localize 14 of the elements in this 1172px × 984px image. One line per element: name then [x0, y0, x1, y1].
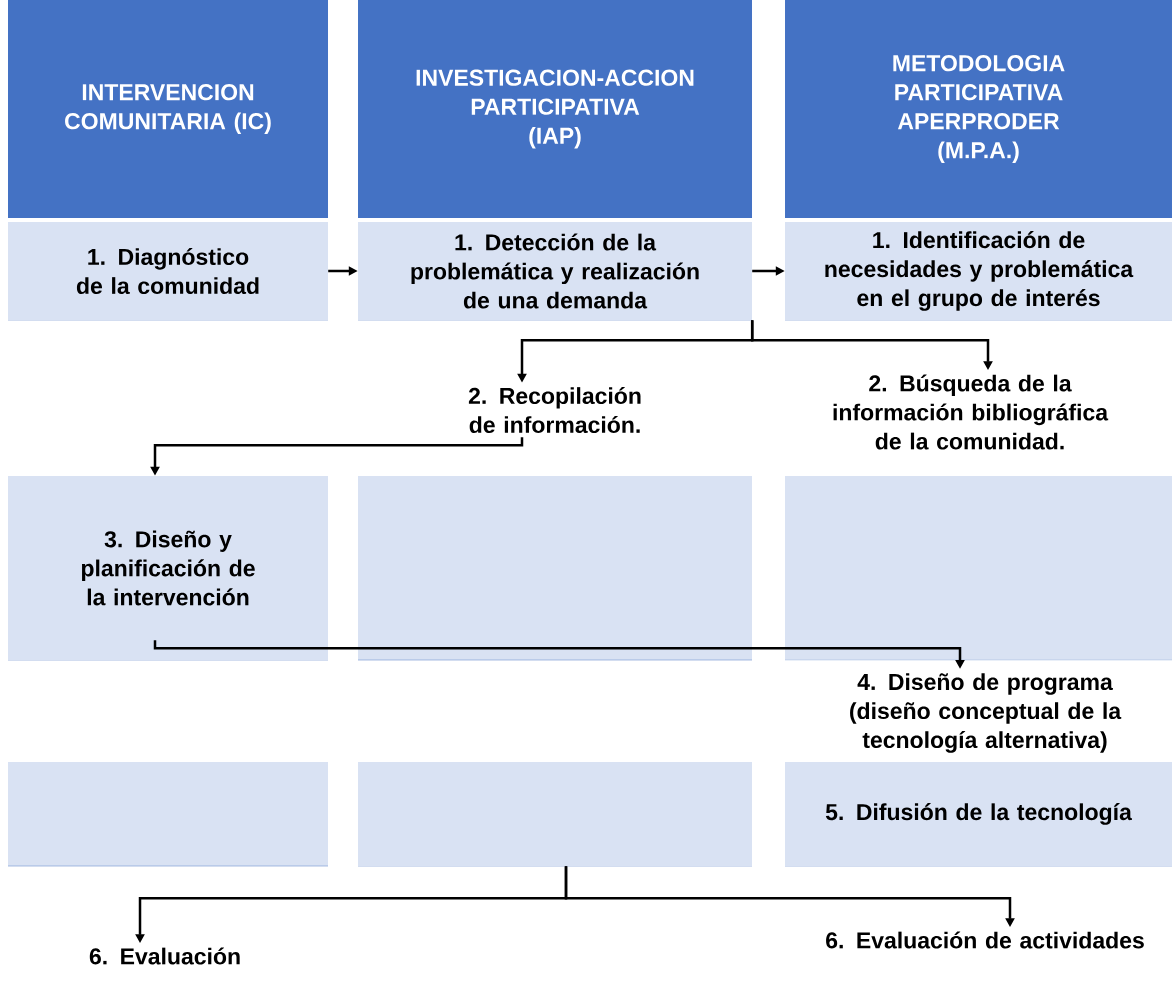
step-cell: 1. Identificación de necesidades y problemática en el grupo de interés [785, 222, 1172, 320]
step-cell: 3. Diseño y planificación de la intervención [8, 476, 328, 660]
step-text: 6. Evaluación de actividades [826, 931, 1144, 949]
step-text: 4. Diseño de programa (diseño conceptual de la tecnología alternativa) [850, 673, 1122, 753]
step-text: 2. Búsqueda de la información bibliográfica de la comunidad. [833, 374, 1109, 450]
step-cell: 1. Detección de la problemática y realización de una demanda [358, 222, 752, 320]
step-cell: 5. Difusión de la tecnología [785, 762, 1172, 866]
header-cell: INVESTIGACION-ACCION PARTICIPATIVA (IAP) [358, 0, 752, 218]
header-cell: METODOLOGIA PARTICIPATIVA APERPRODER (M.P.A.) [785, 0, 1172, 218]
step-text: 2. Recopilación de información. [468, 386, 641, 434]
step-text: 6. Evaluación [89, 947, 240, 965]
step-cell: 1. Diagnóstico de la comunidad [8, 222, 328, 320]
header-cell: INTERVENCION COMUNITARIA (IC) [8, 0, 328, 218]
table-cell [358, 762, 752, 866]
